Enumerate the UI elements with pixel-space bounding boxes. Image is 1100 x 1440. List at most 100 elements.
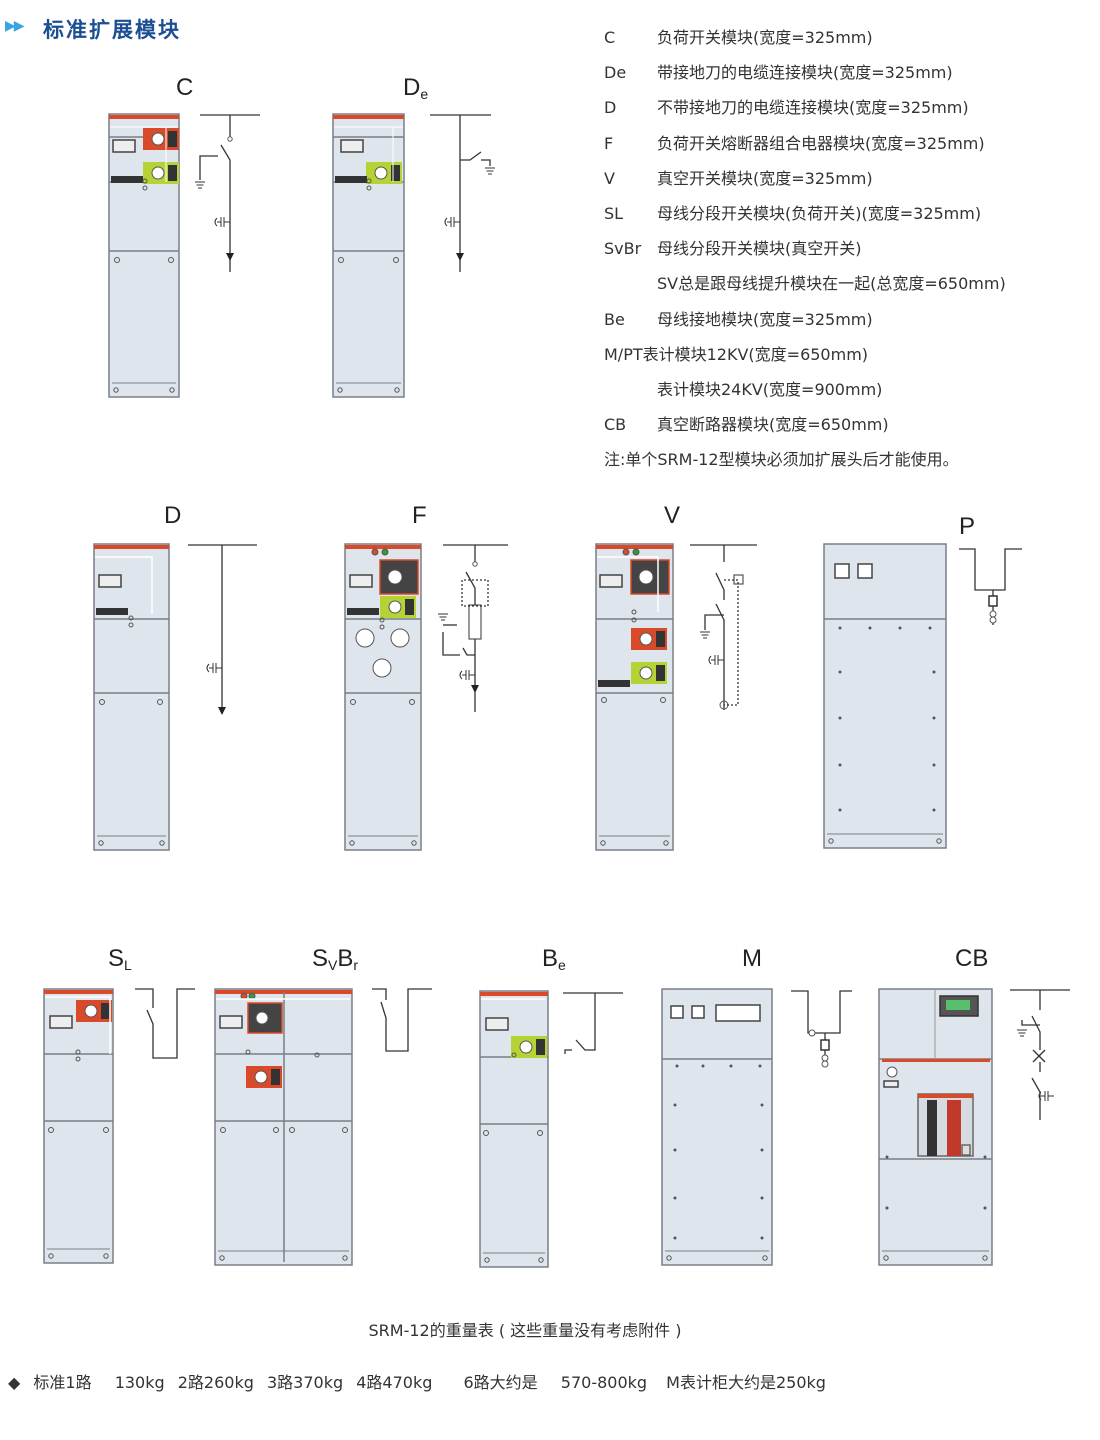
screw-hole [157, 699, 163, 705]
cabinet-d [93, 543, 170, 851]
transformer-icon [821, 1054, 829, 1062]
rivet [838, 670, 842, 674]
cable-arrow-icon [471, 685, 479, 693]
diagram-line [1031, 1015, 1041, 1050]
busbar-line [597, 556, 659, 612]
fuse-icon [468, 604, 482, 640]
diagram-line [462, 647, 475, 656]
switch-indicator [656, 665, 665, 681]
ground-icon [1017, 1029, 1027, 1037]
fuse-icon [820, 1039, 830, 1051]
rivet [932, 716, 936, 720]
screw-hole [75, 1049, 81, 1055]
cabinet-sl [43, 988, 114, 1264]
cabinet-body [479, 990, 549, 1268]
screw-hole [289, 1127, 295, 1133]
pressure-gauge [886, 1066, 898, 1078]
base-hole [337, 387, 343, 393]
green-lamp [248, 992, 256, 1000]
rivet [932, 763, 936, 767]
screw-hole [273, 1127, 279, 1133]
voltage-indicator [599, 574, 623, 588]
indicator-lamps [111, 176, 143, 183]
diagram-line [146, 988, 195, 1059]
terminal-icon [227, 136, 233, 142]
screw-hole [601, 697, 607, 703]
module-code: M/PT表计模块12KV(宽度=650mm) [604, 344, 869, 364]
switch-indicator [391, 165, 400, 181]
base-hole [169, 387, 175, 393]
meter-display [715, 1004, 761, 1022]
ground-icon [438, 613, 448, 621]
screw-hole [350, 699, 356, 705]
base-hole [762, 1255, 768, 1261]
fuse-cap [372, 658, 392, 678]
indicator-lamps [347, 608, 379, 615]
diagram-line [704, 614, 724, 630]
cabinet-top-strip [44, 990, 113, 994]
cable-arrow-icon [226, 253, 234, 261]
fuse-icon [988, 595, 998, 607]
module-list-item: SV总是跟母线提升模块在一起(总宽度=650mm) [604, 266, 1006, 301]
module-code: CB [604, 415, 627, 435]
module-desc: 带接地刀的电缆连接模块(宽度=325mm) [657, 63, 953, 83]
rivet [760, 1103, 764, 1107]
screw-hole [128, 615, 134, 621]
screw-hole [338, 257, 344, 263]
diagram-line [135, 988, 154, 1008]
ground-icon [195, 181, 205, 189]
switch-indicator [536, 1039, 545, 1055]
ground-icon [485, 167, 495, 175]
green-lamp [632, 548, 640, 556]
cabinet-c [108, 113, 180, 398]
double-arrow-icon: ▶▶ [5, 18, 24, 34]
base-hole [159, 840, 165, 846]
cabinet-body [344, 543, 422, 851]
module-code: SvBr [604, 239, 642, 259]
base-hole [883, 1255, 889, 1261]
counter [883, 1080, 899, 1088]
base-hole [342, 1255, 348, 1261]
rivet [885, 1206, 889, 1210]
switch-indicator [168, 131, 177, 147]
rivet [838, 808, 842, 812]
meter-window [834, 563, 850, 579]
rivet [760, 1236, 764, 1240]
diagram-line [442, 632, 460, 656]
switch-knob [639, 632, 653, 646]
figure-label-svbr: SVBr [312, 945, 359, 973]
cabinet-body [108, 113, 180, 398]
capacitive-indicator-icon [708, 655, 724, 665]
screw-hole [342, 1127, 348, 1133]
weight-list: ◆ 标准1路 130kg 2路260kg 3路370kg 4路470kg 6路大… [8, 1369, 844, 1393]
weight-item: 4路470kg [356, 1373, 433, 1392]
screw-hole [75, 1056, 81, 1062]
cabinet-top-strip [333, 115, 404, 119]
base-hole [600, 840, 606, 846]
module-code: SL [604, 203, 624, 223]
cabinet-cb [878, 988, 993, 1266]
module-code: D [604, 98, 617, 118]
capacitive-indicator-icon [459, 670, 475, 680]
figure-label-p: P [959, 513, 976, 540]
relay-display [946, 1000, 970, 1010]
module-code: De [604, 63, 627, 83]
diagram-line [220, 144, 231, 272]
base-hole [349, 840, 355, 846]
screw-hole [483, 1130, 489, 1136]
note-text: 注:单个SRM-12型模块必须加扩展头后才能使用。 [604, 450, 959, 470]
busbar-line [95, 556, 153, 614]
rivet [760, 1196, 764, 1200]
transformer-icon [989, 610, 997, 618]
figure-label-m: M [742, 945, 762, 972]
indicator-lamps [96, 608, 128, 615]
diagram-line [564, 1049, 572, 1054]
rivet [885, 1155, 889, 1159]
switch-knob [638, 569, 654, 585]
red-lamp [240, 992, 248, 1000]
base-hole [663, 840, 669, 846]
base-hole [936, 838, 942, 844]
meter-window [857, 563, 873, 579]
base-hole [666, 1255, 672, 1261]
